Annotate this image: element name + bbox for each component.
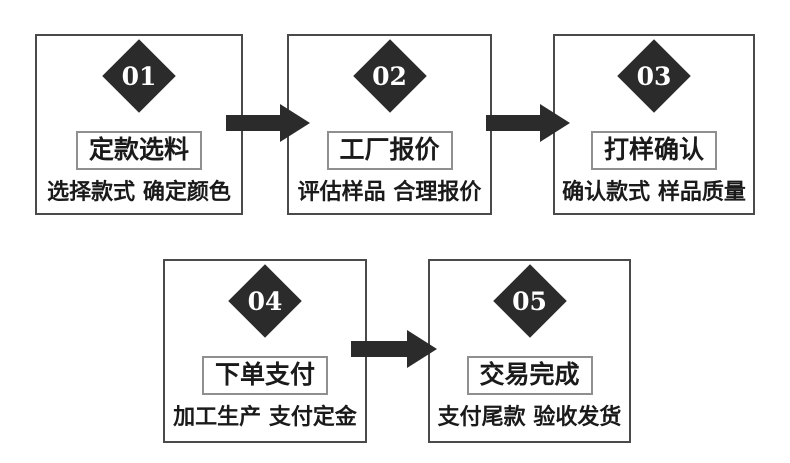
step-title-chip-04: 下单支付 xyxy=(201,356,329,395)
step-box-04[interactable]: 04 下单支付 加工生产 支付定金 xyxy=(163,259,367,443)
step-box-01[interactable]: 01 定款选料 选择款式 确定颜色 xyxy=(35,34,243,215)
step-title-chip-02: 工厂报价 xyxy=(326,131,453,170)
step-number-label-01: 01 xyxy=(121,61,157,91)
step-subtitle-03: 确认款式 样品质量 xyxy=(562,180,746,205)
arrow-right-icon-step04-to-step05 xyxy=(351,330,437,368)
arrow-right-icon-step02-to-step03 xyxy=(486,104,570,142)
step-number-label-02: 02 xyxy=(372,61,407,91)
step-number-label-04: 04 xyxy=(247,286,283,316)
step-box-02[interactable]: 02 工厂报价 评估样品 合理报价 xyxy=(287,34,492,215)
step-title-chip-01: 定款选料 xyxy=(75,131,203,170)
step-subtitle-02: 评估样品 合理报价 xyxy=(297,180,482,205)
step-number-label-05: 05 xyxy=(512,286,547,316)
step-box-05[interactable]: 05 交易完成 支付尾款 验收发货 xyxy=(428,259,631,443)
step-subtitle-04: 加工生产 支付定金 xyxy=(173,405,357,430)
arrow-right-icon-step01-to-step02 xyxy=(226,104,310,142)
step-title-chip-03: 打样确认 xyxy=(590,131,718,170)
step-number-label-03: 03 xyxy=(636,61,672,91)
step-subtitle-01: 选择款式 确定颜色 xyxy=(47,180,231,205)
step-box-03[interactable]: 03 打样确认 确认款式 样品质量 xyxy=(553,34,755,215)
step-title-chip-05: 交易完成 xyxy=(466,356,593,395)
step-subtitle-05: 支付尾款 验收发货 xyxy=(437,405,622,430)
